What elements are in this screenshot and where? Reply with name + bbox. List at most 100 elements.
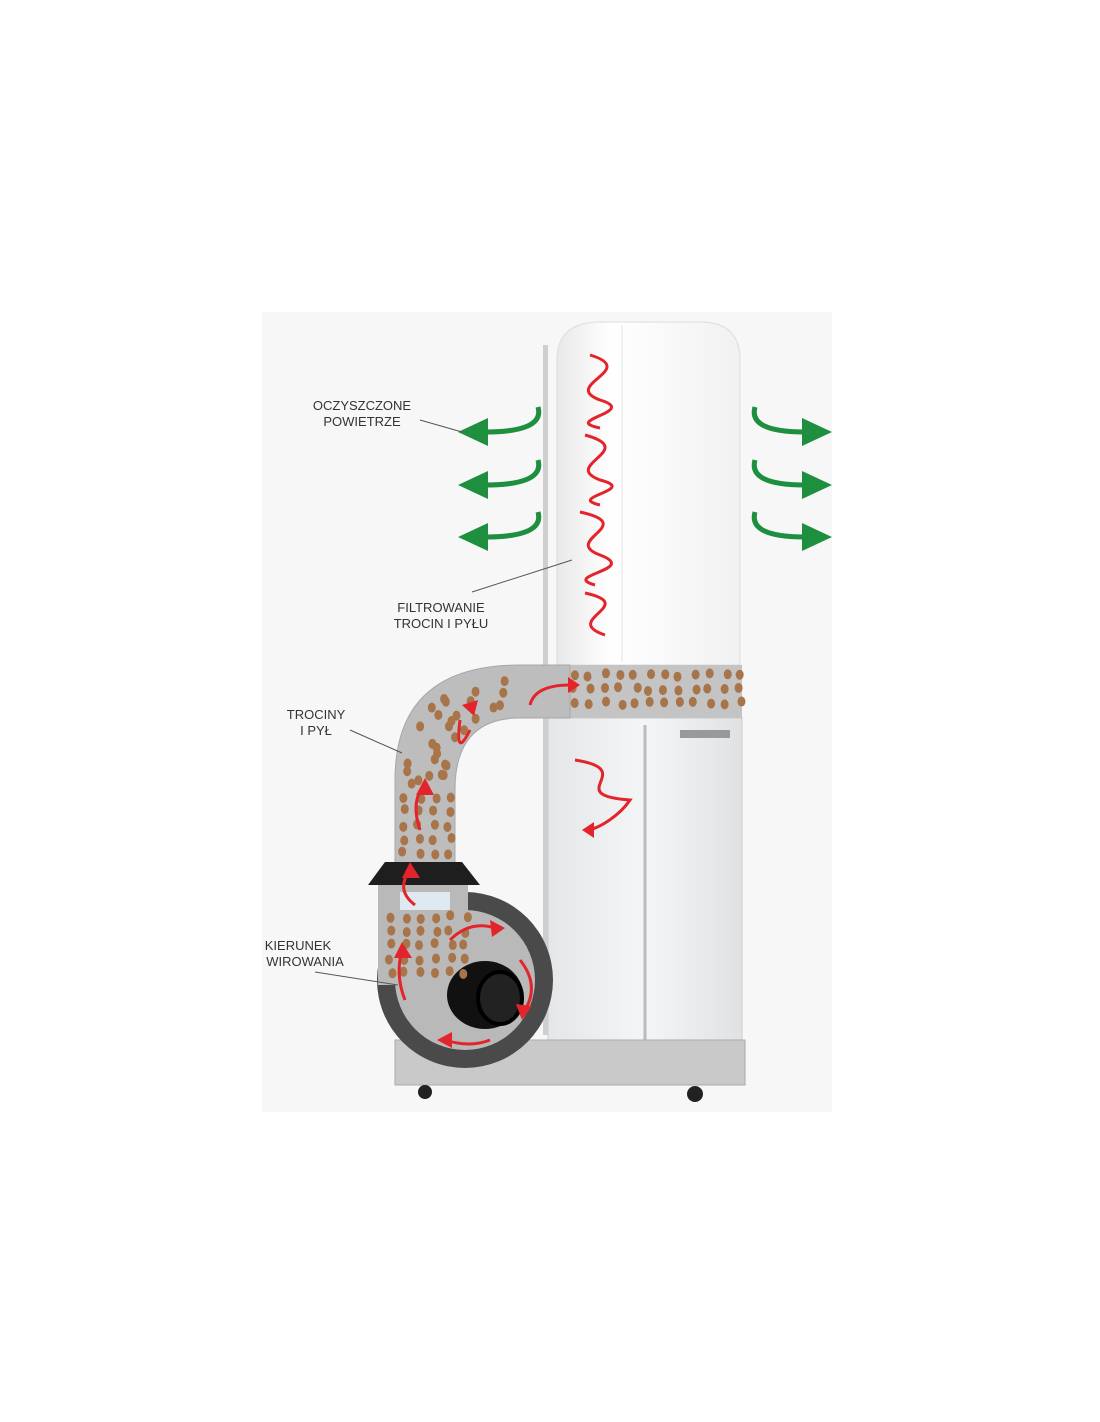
dust-particle [437,769,446,780]
dust-particle [450,732,459,743]
dust-particle [446,806,455,817]
dust-particle [432,913,441,924]
dust-particle [614,682,623,693]
dust-particle [432,793,441,804]
dust-particle [691,669,700,680]
dust-particle [660,697,669,708]
dust-particle [452,710,461,721]
dust-particle [402,913,411,924]
dust-particle [570,698,579,709]
dust-particle [673,671,682,682]
dust-particle [445,966,454,977]
dust-particle [460,953,469,964]
dust-particle [495,700,504,711]
dust-particle [442,760,451,771]
dust-particle [444,925,453,936]
dust-particle [644,685,653,696]
dust-particle [586,683,595,694]
dust-particle [500,676,509,687]
dust-particle [446,910,455,921]
dust-particle [630,698,639,709]
dust-particle [415,955,424,966]
dust-particle [416,848,425,859]
dust-flow-arrows [397,353,633,1046]
dust-particle [416,913,425,924]
wheel [418,1085,432,1099]
dust-particle [602,696,611,707]
dust-particle [430,754,439,765]
label-text: I PYŁ [300,723,332,738]
dust-particle [633,682,642,693]
dust-particle [705,668,714,679]
label-text: OCZYSZCZONE [313,398,412,413]
dust-particle [658,685,667,696]
label-text: KIERUNEK [265,938,332,953]
dust-particle [618,699,627,710]
label-spin-direction: KIERUNEK WIROWANIA [265,938,399,986]
label-text: FILTROWANIE [397,600,485,615]
dust-particle [675,696,684,707]
dust-particle [443,821,452,832]
dust-particle [459,968,468,979]
upper-filter-bag [556,321,741,666]
dust-particle [735,669,744,680]
label-filtering: FILTROWANIE TROCIN I PYŁU [394,559,573,631]
hose-flange [368,862,480,885]
dust-particles [384,668,746,979]
dust-particle [414,775,423,786]
dust-particle [645,696,654,707]
dust-particle [463,912,472,923]
dust-particle [400,804,409,815]
dust-particle [407,778,416,789]
dust-particle [430,819,439,830]
dust-particle [399,821,408,832]
dust-particle [430,938,439,949]
dust-particle [446,792,455,803]
dust-particle [720,699,729,710]
dust-particle [688,696,697,707]
dust-particle [448,952,457,963]
dust-particle [431,953,440,964]
dust-particle [720,683,729,694]
dust-particle [447,833,456,844]
dust-particle [431,968,440,979]
dust-particle [416,721,425,732]
dust-particle [400,835,409,846]
dust-particle [416,967,425,978]
dust-particle [600,682,609,693]
dust-particle [499,687,508,698]
dust-particle [428,835,437,846]
dust-particle [583,671,592,682]
dust-particle [388,968,397,979]
bag-clamp [680,730,730,738]
dust-particle [601,668,610,679]
dust-particle [628,669,637,680]
dust-particle [723,669,732,680]
dust-particle [403,766,412,777]
dust-particle [384,954,393,965]
dust-particle [471,713,480,724]
label-text: TROCINY [287,707,346,722]
dust-particle [399,966,408,977]
dust-particle [440,693,449,704]
clean-air-arrows [458,406,832,551]
label-text: WIROWANIA [266,954,344,969]
dust-particle [427,702,436,713]
dust-particle [387,938,396,949]
dust-particle [432,742,441,753]
label-sawdust: TROCINY I PYŁ [287,707,403,754]
dust-particle [386,912,395,923]
dust-particle [444,849,453,860]
wheel [687,1086,703,1102]
dust-particle [399,793,408,804]
dust-particle [415,940,424,951]
dust-particle [460,725,469,736]
dust-particle [403,758,412,769]
dust-particle [431,849,440,860]
dust-particle [616,669,625,680]
dust-particle [415,833,424,844]
dust-particle [674,685,683,696]
label-text: POWIETRZE [323,414,401,429]
dust-particle [459,939,468,950]
